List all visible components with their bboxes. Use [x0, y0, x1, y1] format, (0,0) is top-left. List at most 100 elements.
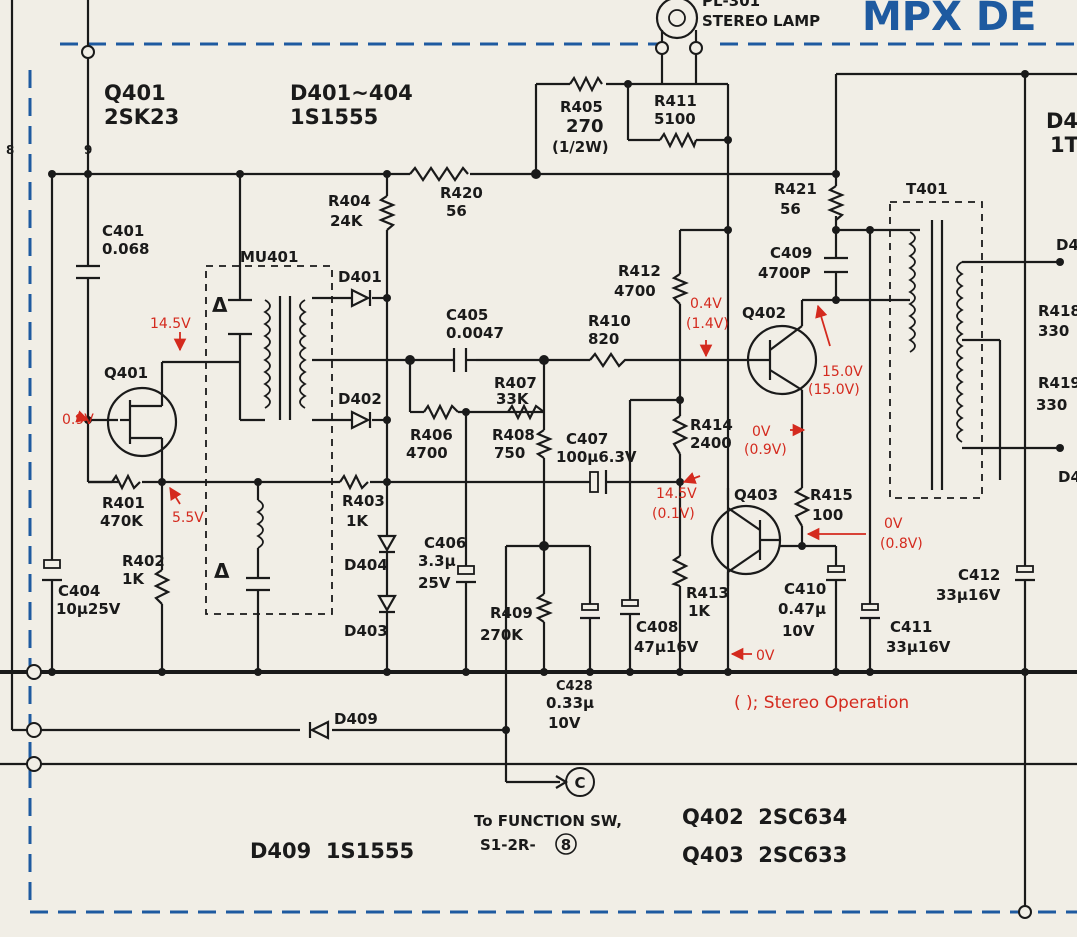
q401-head: Q401 [104, 81, 166, 105]
s1-pin: 8 [561, 836, 571, 854]
r405-watt: (1/2W) [552, 138, 609, 156]
c410-value1: 0.47µ [778, 600, 826, 618]
r421-value: 56 [780, 200, 801, 218]
d401-404-type: 1S1555 [290, 105, 378, 129]
voltage-0-8v-stereo: (0.8V) [880, 536, 923, 552]
d403-symbol [377, 594, 397, 614]
r410-label: R410 [588, 312, 631, 330]
d401-symbol [350, 288, 372, 308]
c409-label: C409 [770, 244, 812, 262]
d4-a-label: D4 [1046, 109, 1077, 133]
r414-symbol [671, 415, 689, 455]
r405-label: R405 [560, 98, 603, 116]
r407-value: 33K [496, 390, 530, 408]
r411-symbol [659, 131, 698, 149]
voltage-0-1v-stereo: (0.1V) [652, 506, 695, 522]
c428-value1: 0.33µ [546, 694, 594, 712]
c412-label: C412 [958, 566, 1000, 584]
c401-value: 0.068 [102, 240, 149, 258]
wiring [10, 0, 1077, 912]
d404-symbol [377, 534, 397, 554]
q403-label: Q403 [734, 486, 778, 504]
part-labels: Q401 2SK23 D401~404 1S1555 C401 0.068 MU… [56, 81, 1077, 732]
delta-mark-2: Δ [214, 559, 230, 583]
r402-label: R402 [122, 552, 165, 570]
voltage-15-0v-stereo: (15.0V) [808, 382, 860, 398]
r415-label: R415 [810, 486, 853, 504]
q402-label: Q402 [742, 304, 786, 322]
c407-label: C407 [566, 430, 608, 448]
voltage-labels: 14.5V 0.9V 5.5V 0.4V (1.4V) 15.0V (15.0V… [62, 296, 923, 664]
coils [256, 220, 964, 578]
r407-symbol [507, 403, 545, 421]
connector-c: C [555, 767, 595, 797]
r403-label: R403 [342, 492, 385, 510]
voltage-0-9v: 0.9V [62, 412, 94, 428]
r413-value: 1K [688, 602, 711, 620]
connector-c-label: C [574, 774, 585, 792]
r408-label: R408 [492, 426, 535, 444]
r409-value: 270K [480, 626, 524, 644]
r404-label: R404 [328, 192, 371, 210]
r409-symbol [535, 593, 553, 623]
capacitors [42, 256, 1035, 620]
c407-value: 100µ6.3V [556, 448, 637, 466]
r420-value: 56 [446, 202, 467, 220]
r404-symbol [378, 195, 396, 231]
c404-value: 10µ25V [56, 600, 121, 618]
r420-symbol [409, 166, 469, 182]
voltage-arrows [75, 304, 866, 661]
voltage-5-5v: 5.5V [172, 510, 204, 526]
q402-type-note: Q402 2SC634 [682, 805, 847, 829]
q401-type: 2SK23 [104, 105, 179, 129]
c411-label: C411 [890, 618, 932, 636]
transistor-q401 [106, 386, 178, 458]
r414-label: R414 [690, 416, 733, 434]
delta-mark-1: Δ [212, 293, 228, 317]
c410-value2: 10V [782, 622, 815, 640]
voltage-0v-base: 0V [884, 516, 903, 532]
r412-label: R412 [618, 262, 661, 280]
c408-label: C408 [636, 618, 678, 636]
r403-value: 1K [346, 512, 369, 530]
c410-label: C410 [784, 580, 826, 598]
r408-symbol [535, 429, 553, 459]
r402-symbol [153, 569, 171, 605]
voltage-1-4v-stereo: (1.4V) [686, 316, 729, 332]
c412-value: 33µ16V [936, 586, 1001, 604]
r413-symbol [671, 555, 689, 588]
transistor-q402 [746, 300, 818, 396]
resistors [111, 75, 845, 623]
voltage-0v-emitter: 0V [752, 424, 771, 440]
c408-value: 47µ16V [634, 638, 699, 656]
r421-label: R421 [774, 180, 817, 198]
d4-b-label: 1T [1050, 133, 1077, 157]
r412-value: 4700 [614, 282, 656, 300]
r402-value: 1K [122, 570, 145, 588]
d409-symbol [308, 720, 330, 740]
ground-rails [0, 670, 1077, 766]
r401-label: R401 [102, 494, 145, 512]
mu401-label: MU401 [240, 248, 298, 266]
voltage-0v-ground: 0V [756, 648, 775, 664]
c411-value: 33µ16V [886, 638, 951, 656]
voltage-0-4v: 0.4V [690, 296, 722, 312]
r406-label: R406 [410, 426, 453, 444]
mu401-box [205, 265, 333, 615]
c409-value: 4700P [758, 264, 811, 282]
r419-value: 330 [1036, 396, 1067, 414]
c406-value2: 25V [418, 574, 451, 592]
r408-value: 750 [494, 444, 525, 462]
stereo-lamp-symbol [655, 0, 699, 40]
c401-label: C401 [102, 222, 144, 240]
r407-label: R407 [494, 374, 537, 392]
c405-value: 0.0047 [446, 324, 504, 342]
pin-8-label: 8 [6, 143, 14, 157]
r413-label: R413 [686, 584, 729, 602]
d401-label: D401 [338, 268, 382, 286]
pin-9-label: 9 [84, 143, 92, 157]
diodes [308, 288, 397, 740]
r406-symbol [423, 403, 459, 421]
voltage-15-0v: 15.0V [822, 364, 863, 380]
